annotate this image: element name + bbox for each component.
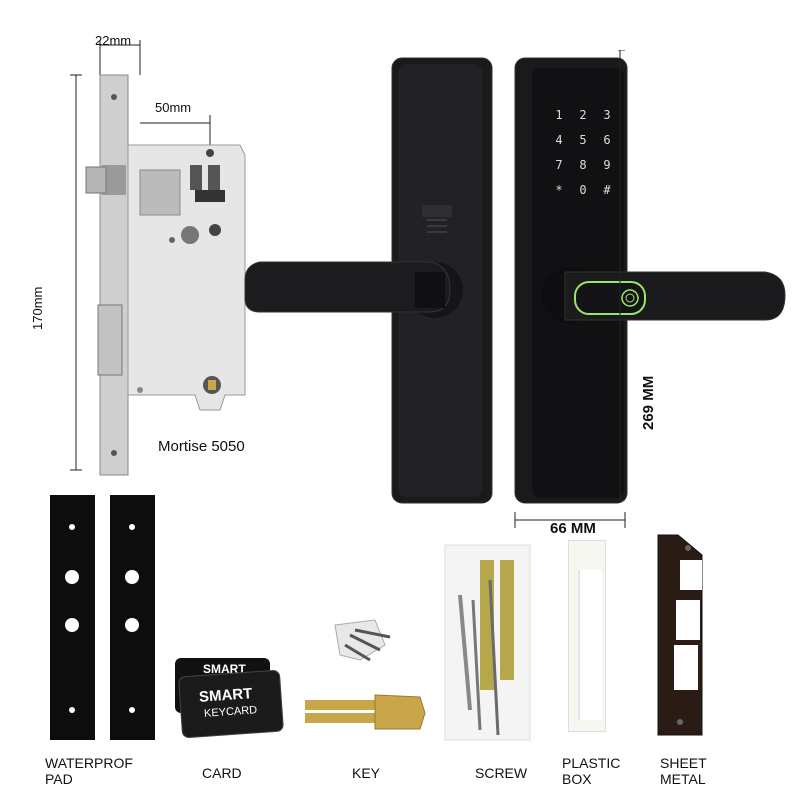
- caption-sheet-metal: SHEET METAL: [660, 755, 707, 787]
- lock-front-panel: [510, 50, 800, 550]
- keypad-key-hash[interactable]: #: [603, 183, 611, 197]
- sheet-metal-image: [640, 530, 710, 740]
- caption-screw: SCREW: [475, 765, 528, 781]
- caption-card: CARD: [202, 765, 242, 781]
- keypad-key-8[interactable]: 8: [579, 158, 587, 172]
- caption-waterproof-pad: WATERPROF PAD: [45, 755, 133, 787]
- screw-image: [440, 540, 540, 750]
- card-image: SMART SMART KEYCARD: [173, 658, 283, 738]
- keypad-key-5[interactable]: 5: [579, 133, 587, 147]
- mortise-illustration: [60, 35, 260, 485]
- keypad-key-3[interactable]: 3: [603, 108, 611, 122]
- keypad-key-9[interactable]: 9: [603, 158, 611, 172]
- keypad-key-6[interactable]: 6: [603, 133, 611, 147]
- caption-key: KEY: [352, 765, 381, 781]
- dimension-22mm: 22mm: [95, 33, 132, 48]
- plastic-box-image: [568, 540, 608, 740]
- keypad-key-7[interactable]: 7: [555, 158, 563, 172]
- key-image: [300, 605, 430, 740]
- keypad-key-star[interactable]: *: [555, 183, 563, 197]
- card-back-text: SMART: [203, 662, 246, 676]
- dimension-50mm: 50mm: [155, 100, 192, 115]
- mortise-label: Mortise 5050: [158, 438, 245, 455]
- card-front: [179, 670, 283, 738]
- keypad-key-0[interactable]: 0: [579, 183, 587, 197]
- lock-back-panel: [240, 50, 510, 510]
- caption-plastic-box: PLASTIC BOX: [562, 755, 621, 787]
- keypad-key-1[interactable]: 1: [555, 108, 563, 122]
- dimension-66mm: 66 MM: [550, 520, 596, 537]
- keypad-key-2[interactable]: 2: [579, 108, 587, 122]
- keypad[interactable]: 1 2 3 4 5 6 7 8 9 * 0 #: [548, 108, 618, 218]
- waterproof-pad-image: [50, 495, 160, 745]
- keypad-key-4[interactable]: 4: [555, 133, 563, 147]
- dimension-170mm: 170mm: [30, 286, 45, 330]
- dimension-269mm: 269 MM: [640, 375, 657, 430]
